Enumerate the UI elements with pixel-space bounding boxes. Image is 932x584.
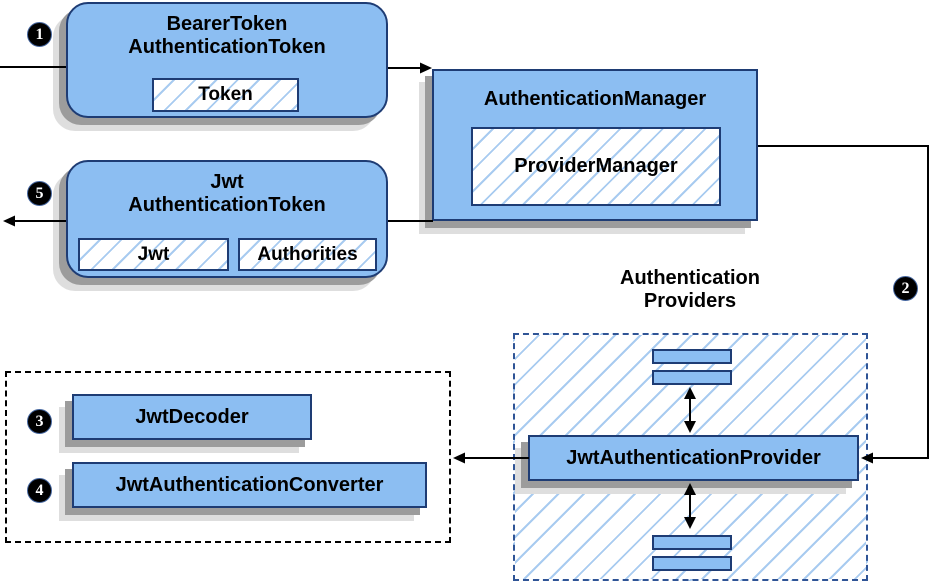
authentication-manager-node: AuthenticationManager ProviderManager bbox=[432, 69, 758, 221]
jwt-node-title: Jwt AuthenticationToken bbox=[68, 162, 386, 217]
jwt-field: Jwt bbox=[78, 238, 229, 271]
bearer-node-title-line1: BearerToken bbox=[166, 13, 288, 35]
providers-label-line2: Providers bbox=[643, 290, 737, 312]
arrow-bearer-to-manager bbox=[388, 62, 432, 74]
step-5-badge: 5 bbox=[27, 181, 52, 206]
authorities-field: Authorities bbox=[238, 238, 377, 271]
jwt-decoder-node: JwtDecoder bbox=[72, 394, 312, 440]
bearer-node-title-line2: AuthenticationToken bbox=[128, 36, 326, 58]
jwt-authentication-token-node: Jwt AuthenticationToken Jwt Authorities bbox=[66, 160, 388, 278]
arrow-jwt-token-out bbox=[3, 215, 66, 227]
jwt-node-title-line1: Jwt bbox=[210, 171, 244, 193]
bearer-token-authentication-token-node: BearerToken AuthenticationToken Token bbox=[66, 2, 388, 118]
provider-slot-bar bbox=[652, 556, 732, 571]
authentication-manager-title: AuthenticationManager bbox=[483, 88, 707, 110]
provider-slot-bar bbox=[652, 370, 732, 385]
jwt-authentication-provider-node: JwtAuthenticationProvider bbox=[528, 435, 859, 481]
provider-manager-field: ProviderManager bbox=[471, 127, 721, 206]
step-1-badge: 1 bbox=[27, 22, 52, 47]
jwt-authentication-converter-node: JwtAuthenticationConverter bbox=[72, 462, 427, 508]
token-field: Token bbox=[152, 78, 299, 112]
decoder-converter-group: JwtDecoder JwtAuthenticationConverter bbox=[5, 371, 451, 543]
authentication-providers-label: Authentication Providers bbox=[565, 267, 815, 313]
provider-slot-bar bbox=[652, 349, 732, 364]
step-4-badge: 4 bbox=[27, 478, 52, 503]
jwt-node-title-line2: AuthenticationToken bbox=[128, 194, 326, 216]
step-2-badge: 2 bbox=[893, 276, 918, 301]
step-3-badge: 3 bbox=[27, 409, 52, 434]
provider-slot-bar bbox=[652, 535, 732, 550]
providers-label-line1: Authentication bbox=[620, 267, 760, 289]
bearer-node-title: BearerToken AuthenticationToken bbox=[68, 4, 386, 59]
authentication-providers-group: JwtAuthenticationProvider bbox=[513, 333, 868, 581]
